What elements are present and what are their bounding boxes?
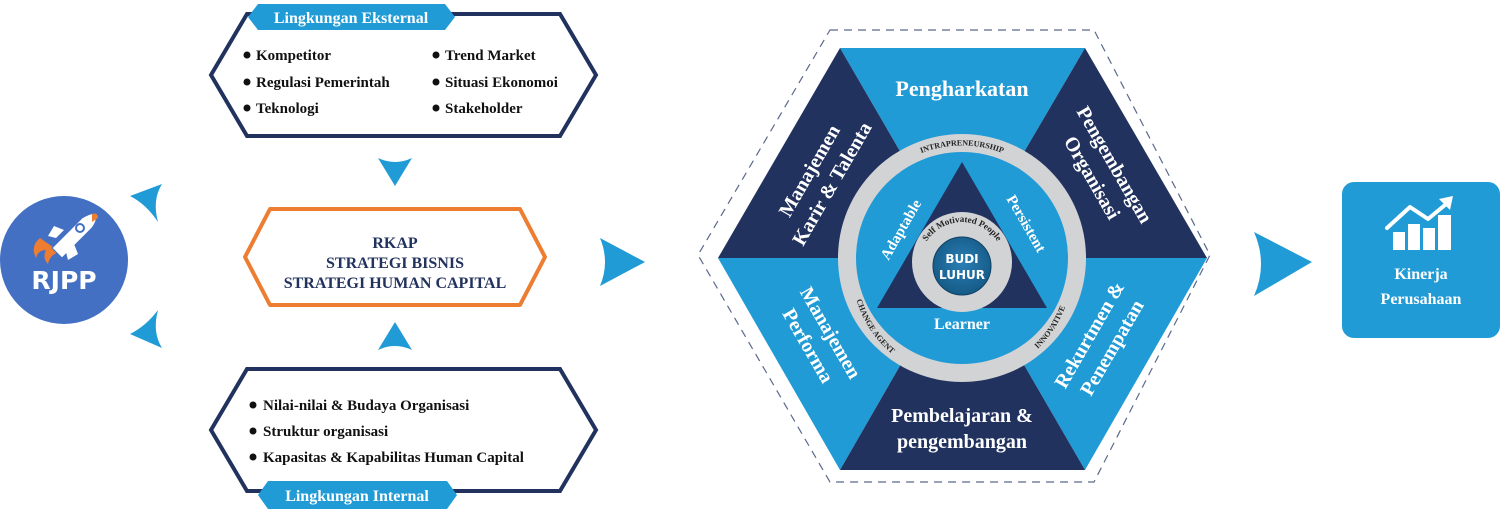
rjpp-circle <box>0 196 128 324</box>
rocket-icon <box>33 213 98 264</box>
core-label: BUDI <box>945 252 978 266</box>
arrow-down-right <box>130 310 162 348</box>
core-label: LUHUR <box>939 268 985 282</box>
external-item: Kompetitor <box>256 48 331 64</box>
growth-chart-icon <box>1385 196 1453 250</box>
output-label: Kinerja <box>1394 266 1447 283</box>
segment-label-bottom: pengembangan <box>897 431 1027 453</box>
segment-label-top: Pengharkatan <box>895 76 1028 101</box>
external-item: Trend Market <box>445 48 536 64</box>
segment-label-bottom: Pembelajaran & <box>891 405 1033 427</box>
dashed-outline <box>697 29 1211 483</box>
internal-item: Kapasitas & Kapabilitas Human Capital <box>263 450 524 466</box>
internal-item: Struktur organisasi <box>263 424 388 440</box>
strategy-line: STRATEGI HUMAN CAPITAL <box>284 275 507 292</box>
strategy-line: STRATEGI BISNIS <box>326 255 464 272</box>
arrow-to-output <box>1254 232 1312 296</box>
external-item: Situasi Ekonomoi <box>445 75 558 91</box>
core-circle <box>932 236 992 296</box>
external-title: Lingkungan Eksternal <box>274 10 429 27</box>
arrow-up <box>378 322 412 350</box>
company-performance-box: Kinerja Perusahaan <box>1342 182 1500 338</box>
strategy-box: RKAP STRATEGI BISNIS STRATEGI HUMAN CAPI… <box>243 207 547 307</box>
external-item: Regulasi Pemerintah <box>256 75 390 91</box>
internal-environment-box: Nilai-nilai & Budaya Organisasi Struktur… <box>208 367 599 509</box>
internal-item: Nilai-nilai & Budaya Organisasi <box>263 398 469 414</box>
external-environment-box: Lingkungan Eksternal Kompetitor Regulasi… <box>208 4 599 138</box>
rjpp-node: RJPP <box>0 196 128 324</box>
external-title-tab <box>248 4 455 30</box>
triangle-label-bottom: Learner <box>934 316 990 333</box>
arrow-down <box>378 158 412 186</box>
arrow-up-right <box>130 184 162 222</box>
arrow-to-hexagon <box>600 238 645 286</box>
strategy-line: RKAP <box>372 235 418 252</box>
external-item: Teknologi <box>256 101 319 117</box>
hr-hexagon: Pengharkatan Manajemen Karir & Talenta P… <box>697 29 1211 483</box>
external-item: Stakeholder <box>445 101 523 117</box>
output-label: Perusahaan <box>1381 291 1462 308</box>
rjpp-label: RJPP <box>31 266 96 295</box>
internal-title-tab <box>258 481 457 509</box>
internal-title: Lingkungan Internal <box>285 488 429 505</box>
